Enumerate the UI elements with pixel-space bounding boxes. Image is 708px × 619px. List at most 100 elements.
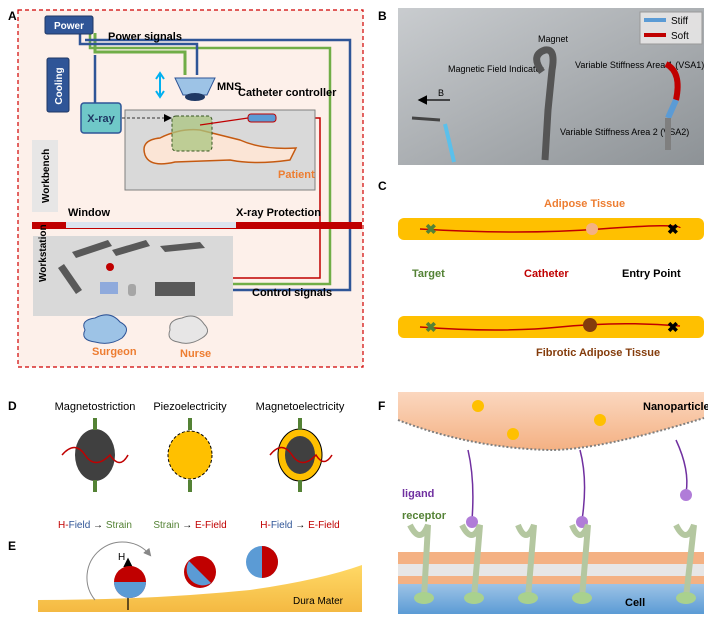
power-signals-label: Power signals (108, 31, 182, 43)
membrane-heads-top (398, 552, 704, 564)
power-box (44, 15, 94, 35)
magnetostrictive-particle (75, 429, 115, 481)
membrane-heads-bottom (398, 576, 704, 584)
adipose-band-bottom (398, 316, 704, 338)
cooling-label: Cooling (54, 67, 65, 104)
lipid-layer (397, 417, 705, 452)
panel-c: C ✖ ✖ Adipose Tissue Target Catheter Ent… (378, 179, 704, 359)
entry-mark-top: ✖ (667, 221, 679, 237)
ligands (466, 439, 692, 528)
catheter-sample (533, 46, 557, 161)
workbench-label: Workbench (41, 149, 52, 203)
imaging-region (171, 115, 213, 152)
target-label: Target (412, 268, 445, 280)
mns-label: MNS (217, 81, 241, 93)
vsa1-label: Variable Stiffness Area 1 (VSA1) (575, 60, 704, 70)
panel-b-letter: B (378, 9, 387, 23)
power-signal-line-1 (93, 33, 187, 75)
panel-b: B Stiff Soft B Magnetic Field Indicator … (378, 8, 704, 165)
piezo-particle (167, 430, 213, 480)
receptors (407, 523, 697, 604)
magnetostriction-title: Magnetostriction (55, 401, 136, 413)
eq3: H-Field → E-Field (260, 520, 340, 531)
eq1: H-Field → Strain (58, 520, 132, 531)
nurse-figure (168, 315, 208, 344)
catheter-controller-device (247, 113, 277, 123)
catheter-label: Catheter (524, 268, 569, 280)
mouse (128, 284, 136, 296)
eq2: Strain → E-Field (153, 520, 226, 531)
particle-1 (114, 566, 146, 598)
panel-c-letter: C (378, 179, 387, 193)
surgeon-figure (83, 314, 127, 344)
workbench-box (32, 140, 58, 212)
legend-soft: Soft (671, 31, 689, 42)
cell-label: Cell (625, 597, 645, 609)
joystick-base (100, 282, 118, 294)
field-indicator-rod (411, 116, 441, 122)
particle-dot-3 (594, 414, 606, 426)
catheter-controller-label: Catheter controller (238, 87, 337, 99)
receptor-label: receptor (402, 510, 447, 522)
control-signal-line (85, 38, 352, 292)
catheter-tip-top (586, 223, 598, 235)
workstation-label: Workstation (38, 224, 49, 282)
membrane-tails (398, 564, 704, 576)
adipose-band-top (398, 218, 704, 240)
vsa2-label: Variable Stiffness Area 2 (VSA2) (560, 127, 689, 137)
window-glass (66, 222, 236, 228)
ligand-label: ligand (402, 488, 434, 500)
panel-f: F Nanoparticle ligand receptor (378, 392, 708, 614)
panel-f-letter: F (378, 399, 385, 413)
fibrotic-label: Fibrotic Adipose Tissue (536, 347, 660, 359)
patient-label: Patient (278, 169, 315, 181)
joystick (106, 263, 114, 271)
keyboard (155, 282, 195, 296)
particle-3 (246, 546, 278, 578)
magnetoelectric-title: Magnetoelectricity (256, 401, 345, 413)
particle-dot-1 (472, 400, 484, 412)
panel-a: A Power Cooling X-ray Power signals MNS … (8, 9, 364, 368)
stiff-segment-1 (665, 98, 679, 120)
panel-d-letter: D (8, 399, 17, 413)
field-indicator-tip (443, 123, 456, 163)
dura-label: Dura Mater (293, 596, 344, 607)
target-mark-bottom: ✖ (425, 319, 437, 335)
b-label: B (438, 88, 444, 98)
mns-device (174, 77, 216, 96)
magnet-label: Magnet (538, 34, 569, 44)
power-label: Power (54, 21, 84, 32)
catheter-path-bottom (419, 322, 681, 331)
legend-stiff: Stiff (671, 16, 688, 27)
nanoparticle-label: Nanoparticle (643, 401, 708, 413)
fibrotic-spot (583, 318, 597, 332)
cell-body (398, 584, 704, 614)
surgeon-label: Surgeon (92, 346, 137, 358)
dura-mater-surface (38, 565, 362, 612)
control-signals-label: Control signals (252, 287, 332, 299)
particle-2 (184, 556, 216, 588)
panel-a-letter: A (8, 9, 17, 23)
stiffness-legend (639, 11, 703, 45)
window-label: Window (68, 207, 110, 219)
target-mark-top: ✖ (425, 221, 437, 237)
cooling-box (46, 57, 70, 113)
h-label: H (118, 552, 125, 563)
panel-e: E Dura Mater H (8, 539, 362, 612)
adipose-label: Adipose Tissue (544, 198, 625, 210)
xray-label: X-ray (87, 113, 115, 125)
panel-e-letter: E (8, 539, 16, 553)
piezo-title: Piezoelectricity (153, 401, 227, 413)
xray-box (80, 102, 122, 134)
mns-magnet (185, 93, 205, 101)
xray-protection-label: X-ray Protection (236, 207, 321, 219)
soft-segment (664, 61, 681, 101)
particle-dot-2 (507, 428, 519, 440)
panel-d: D Magnetostriction Piezoelectricity Magn… (8, 399, 345, 531)
monitors (58, 240, 205, 294)
mfi-label: Magnetic Field Indicator (448, 64, 544, 74)
entry-point-label: Entry Point (622, 268, 681, 280)
power-blue-line (78, 33, 199, 75)
entry-mark-bottom: ✖ (667, 319, 679, 335)
